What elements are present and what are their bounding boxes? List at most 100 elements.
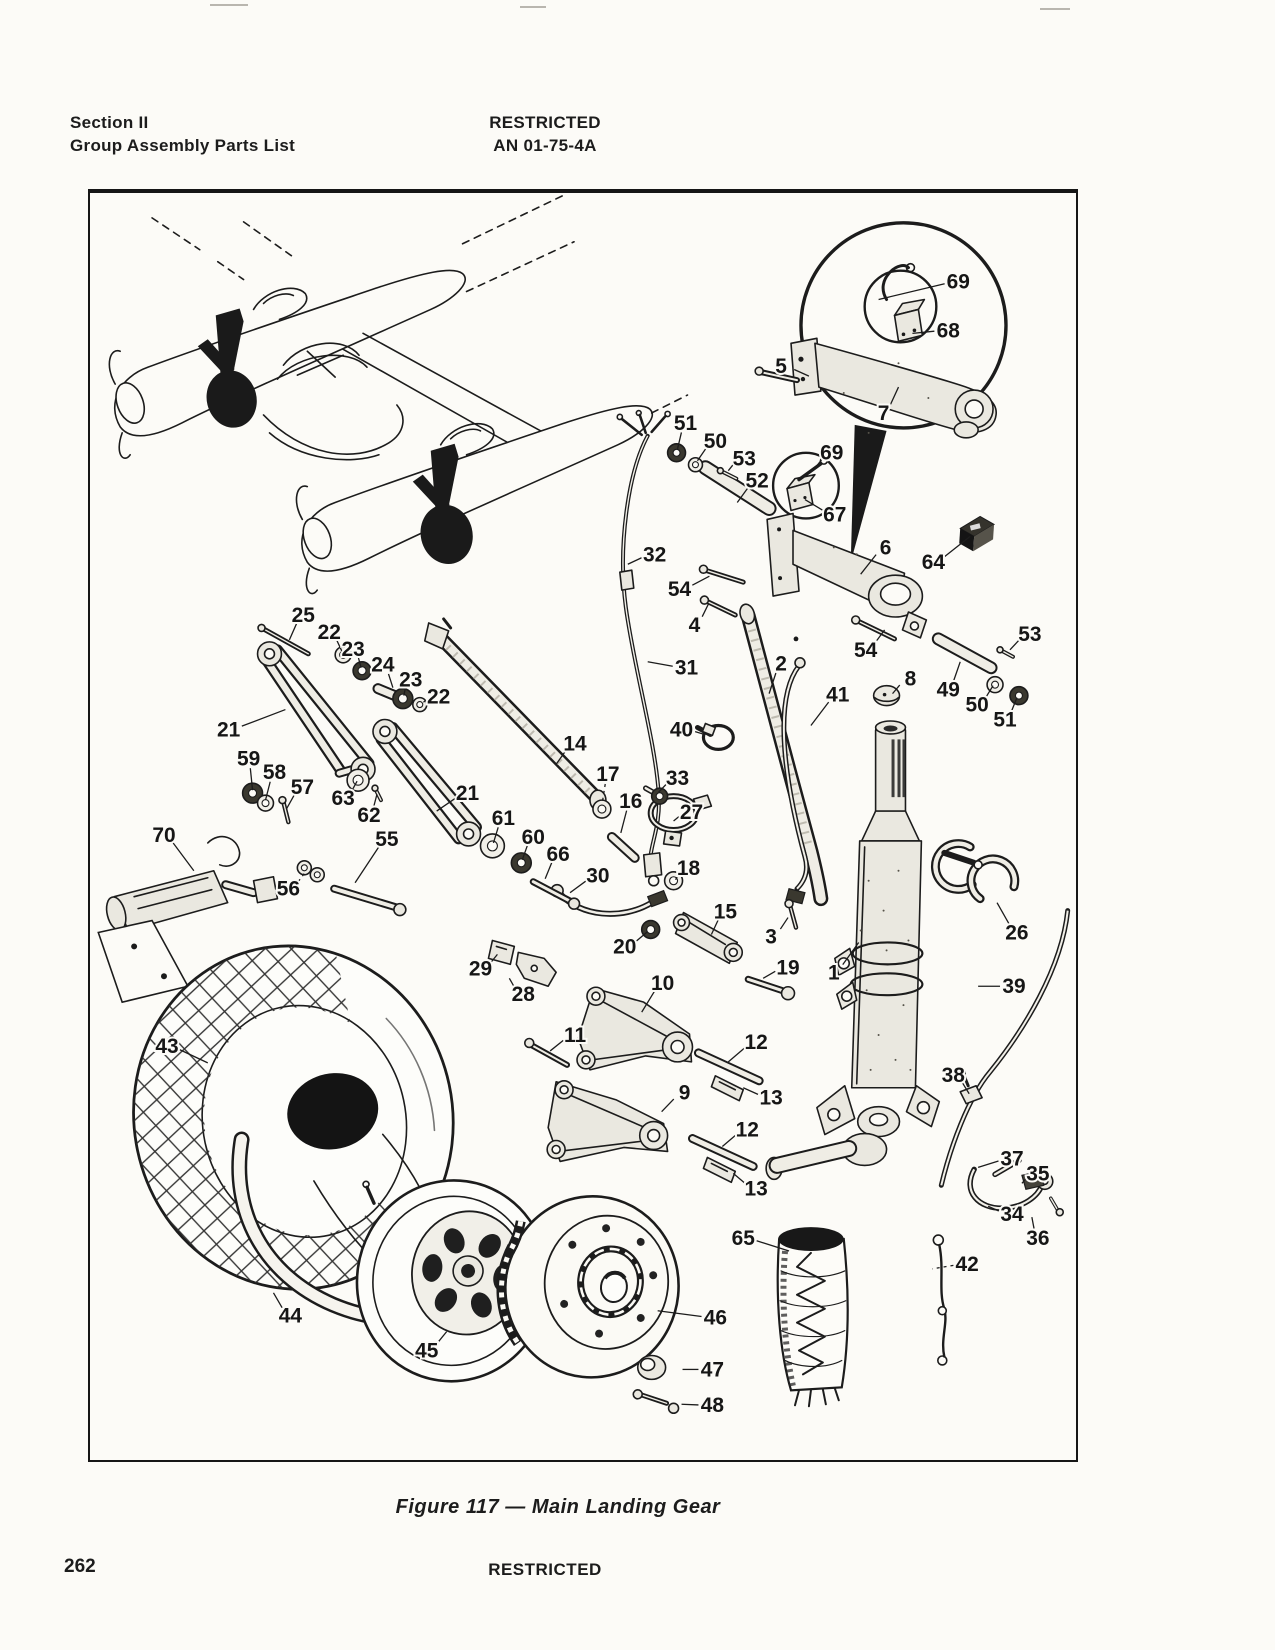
aircraft-sketch bbox=[108, 195, 689, 595]
part-label-69: 69 bbox=[820, 442, 843, 465]
part-label-24: 24 bbox=[371, 654, 395, 677]
part-2-drag-strut-tube bbox=[739, 603, 829, 907]
leader-line bbox=[241, 708, 286, 727]
part-label-41: 41 bbox=[826, 684, 850, 707]
leader-line bbox=[387, 673, 394, 688]
leader-line bbox=[727, 1047, 746, 1063]
part-label-25: 25 bbox=[292, 604, 316, 627]
part-13-clips bbox=[702, 1075, 745, 1184]
part-label-13: 13 bbox=[759, 1087, 782, 1110]
figure-caption: Figure 117 — Main Landing Gear bbox=[395, 1496, 721, 1518]
leader-line bbox=[756, 1240, 790, 1252]
leader-line bbox=[696, 447, 707, 462]
leader-line bbox=[812, 459, 823, 472]
part-40-hose-clamp bbox=[694, 722, 735, 751]
part-label-65: 65 bbox=[732, 1227, 756, 1250]
header-section-line2: Group Assembly Parts List bbox=[70, 135, 296, 155]
part-26-clamp-halves bbox=[930, 839, 1020, 904]
leader-line bbox=[710, 919, 719, 935]
leader-line bbox=[351, 780, 358, 791]
part-label-45: 45 bbox=[415, 1339, 439, 1362]
part-label-22: 22 bbox=[318, 621, 341, 644]
part-label-49: 49 bbox=[937, 679, 960, 702]
page-number: 262 bbox=[64, 1556, 96, 1577]
part-label-46: 46 bbox=[704, 1307, 727, 1330]
leader-line bbox=[892, 684, 901, 695]
part-label-7: 7 bbox=[878, 402, 890, 425]
leader-line bbox=[555, 750, 567, 765]
part-label-30: 30 bbox=[586, 865, 609, 888]
part-7-torque-arm bbox=[790, 337, 997, 439]
part-label-21: 21 bbox=[456, 782, 480, 805]
leader-line bbox=[249, 768, 254, 791]
part-label-29: 29 bbox=[469, 957, 492, 980]
part-label-32: 32 bbox=[643, 543, 666, 566]
leader-line bbox=[987, 1205, 1000, 1212]
leader-line bbox=[889, 386, 900, 405]
part-label-4: 4 bbox=[689, 614, 701, 637]
leader-line bbox=[842, 942, 860, 966]
leader-line bbox=[874, 629, 886, 644]
leader-line bbox=[804, 498, 823, 511]
leader-line bbox=[661, 1098, 675, 1113]
part-label-57: 57 bbox=[291, 776, 314, 799]
part-28-latch-fitting bbox=[515, 951, 557, 988]
leader-line bbox=[1031, 1217, 1035, 1229]
leader-line bbox=[179, 1049, 209, 1064]
part-label-44: 44 bbox=[279, 1305, 303, 1328]
small-hardware bbox=[241, 362, 1065, 1415]
part-label-22: 22 bbox=[427, 686, 450, 709]
leader-line bbox=[285, 794, 295, 810]
leader-line bbox=[544, 862, 553, 879]
leader-line bbox=[264, 781, 271, 801]
leader-line bbox=[657, 1310, 702, 1318]
inset-circle-small bbox=[771, 451, 840, 520]
leader-line bbox=[658, 783, 667, 793]
scan-artifact bbox=[210, 4, 248, 6]
leader-line bbox=[961, 1082, 970, 1095]
leader-line bbox=[673, 816, 680, 822]
scan-artifact bbox=[1040, 8, 1070, 10]
leader-line bbox=[172, 842, 195, 872]
leader-line bbox=[549, 1039, 564, 1052]
part-label-8: 8 bbox=[905, 668, 917, 691]
leader-line bbox=[627, 557, 642, 565]
part-label-31: 31 bbox=[675, 657, 699, 680]
leader-line bbox=[779, 917, 789, 930]
leader-line bbox=[272, 1292, 283, 1309]
part-label-26: 26 bbox=[1005, 921, 1028, 944]
leader-line bbox=[357, 657, 362, 668]
part-label-60: 60 bbox=[522, 826, 545, 849]
part-39-rigid-line bbox=[938, 908, 1071, 1188]
leader-line bbox=[421, 699, 427, 705]
part-label-18: 18 bbox=[677, 857, 700, 880]
leader-line bbox=[944, 535, 971, 558]
leader-line bbox=[354, 846, 380, 884]
part-31-flexible-line bbox=[616, 409, 671, 887]
part-label-6: 6 bbox=[880, 536, 892, 559]
leader-line bbox=[692, 575, 710, 586]
leader-line bbox=[878, 283, 945, 301]
leader-line bbox=[793, 368, 810, 377]
inset-circle-large bbox=[790, 221, 1008, 563]
leader-line bbox=[373, 793, 378, 806]
part-label-2: 2 bbox=[775, 653, 787, 676]
part-34-flexible-hose bbox=[967, 1166, 1054, 1211]
part-label-64: 64 bbox=[922, 551, 946, 574]
part-label-11: 11 bbox=[564, 1024, 586, 1047]
part-label-15: 15 bbox=[714, 901, 738, 924]
leader-line bbox=[694, 730, 705, 736]
part-15-link bbox=[672, 911, 744, 965]
part-70-cylinder-assembly bbox=[97, 835, 279, 1004]
part-label-3: 3 bbox=[765, 925, 777, 948]
part-label-12: 12 bbox=[745, 1031, 768, 1054]
part-label-34: 34 bbox=[1000, 1203, 1024, 1226]
part-42-spring-link bbox=[932, 1234, 948, 1366]
part-38-clamp-fitting bbox=[958, 1069, 983, 1105]
leader-line bbox=[932, 1264, 954, 1270]
scan-artifact bbox=[520, 6, 546, 8]
leader-line bbox=[1021, 1178, 1027, 1184]
leader-line bbox=[436, 797, 456, 812]
leader-line bbox=[674, 874, 679, 881]
